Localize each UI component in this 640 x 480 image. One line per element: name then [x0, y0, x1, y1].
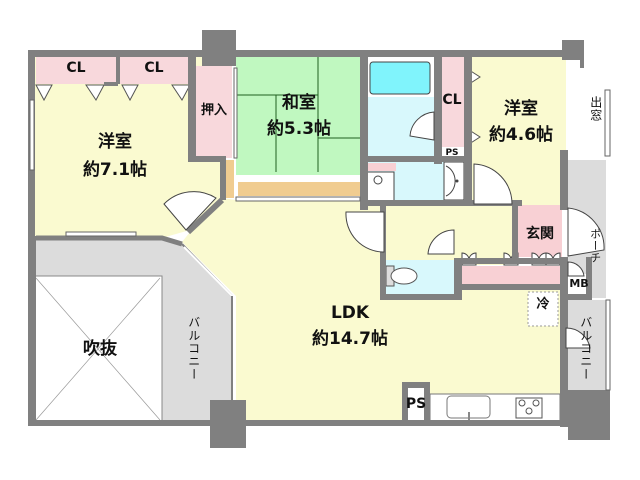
bay-window-label: 出窓: [588, 96, 603, 122]
fridge-label: 冷: [536, 297, 550, 312]
closet-1: [36, 57, 116, 84]
washing-machine: [365, 171, 395, 203]
entrance-label: 玄関: [526, 226, 554, 242]
japanese-room-name: 和室: [282, 93, 316, 113]
oshiire: [196, 66, 232, 158]
western-room-2-name: 洋室: [504, 99, 538, 119]
closet-3: [440, 57, 464, 147]
porch-label: ポーチ: [588, 228, 602, 264]
ps-kitchen-label: PS: [405, 396, 427, 412]
toilet-bowl: [390, 267, 418, 285]
mb-label: MB: [569, 277, 589, 290]
closet-2: [120, 57, 190, 84]
void-label: 吹抜: [83, 339, 117, 359]
mb: [566, 274, 590, 294]
tatami-edge-left: [226, 160, 234, 198]
tatami-edge: [238, 182, 360, 196]
ps-small: [440, 150, 464, 160]
ldk-name: LDK: [330, 303, 370, 323]
shoe-storage: [462, 266, 562, 286]
ldk-area: 約14.7帖: [312, 329, 388, 349]
balcony-right-label: バルコニー: [578, 316, 593, 381]
ps-kitchen: [406, 386, 424, 422]
closet-1-label: CL: [66, 60, 86, 76]
wash-basin: [443, 161, 465, 201]
bathtub: [369, 61, 431, 95]
closet-3-label: CL: [442, 92, 462, 108]
western-room-2-area: 約4.6帖: [488, 125, 554, 145]
balcony-left-label: バルコニー: [186, 316, 201, 381]
japanese-room-floor: [236, 55, 360, 175]
bay-window-area: [566, 58, 606, 156]
ps-small-label: PS: [445, 148, 459, 158]
western-room-1-floor: [34, 55, 222, 238]
ldk-floor: [182, 198, 566, 420]
fridge-space: [527, 291, 559, 327]
oshiire-label: 押入: [200, 103, 227, 118]
closet-2-label: CL: [144, 60, 164, 76]
entrance-floor: [516, 205, 562, 257]
western-room-1-area: 約7.1帖: [82, 160, 148, 180]
western-room-1-name: 洋室: [98, 132, 132, 152]
japanese-room-area: 約5.3帖: [266, 119, 332, 139]
